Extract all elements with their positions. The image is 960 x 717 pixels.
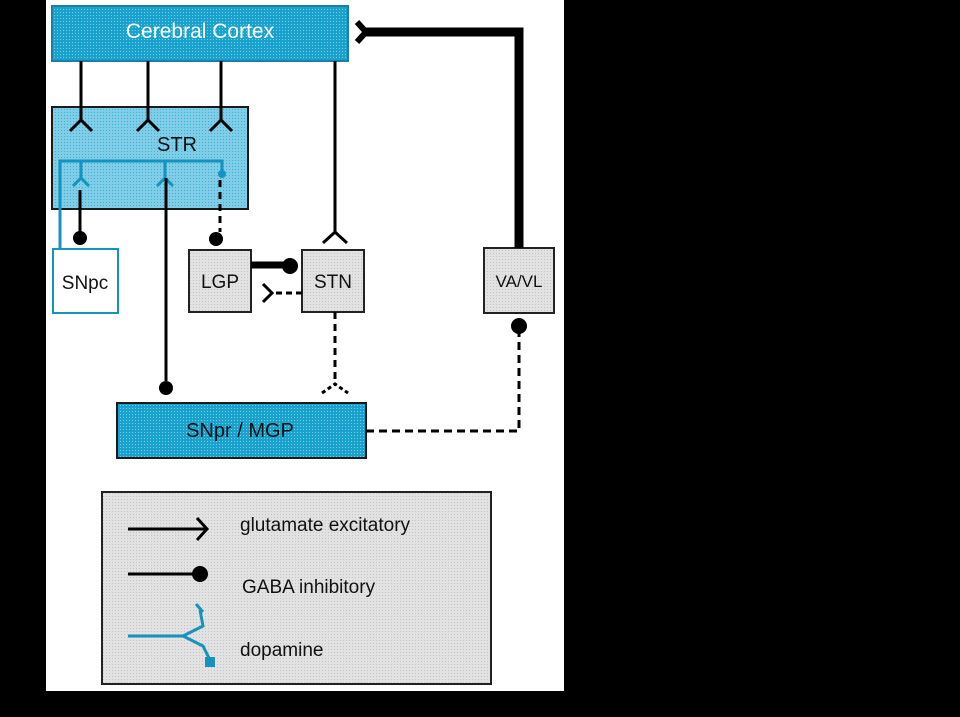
stn-to-snpr-mgp-connection xyxy=(321,312,349,395)
snpc-box: SNpc xyxy=(52,248,119,314)
legend-glutamate-label: glutamate excitatory xyxy=(240,515,411,536)
str-to-lgp-connection xyxy=(209,180,223,246)
cortex-to-str-connection-2 xyxy=(135,61,161,133)
cortex-to-str-connection-1 xyxy=(68,61,94,133)
cortex-box: Cerebral Cortex xyxy=(51,5,349,62)
cortex-to-str-connection-3 xyxy=(208,61,234,133)
stn-label: STN xyxy=(314,272,352,293)
stn-box: STN xyxy=(301,249,365,313)
snpr-mgp-label: SNpr / MGP xyxy=(186,420,294,442)
legend-gaba-label: GABA inhibitory xyxy=(242,577,376,598)
snpr-mgp-to-vavl-connection xyxy=(366,318,527,433)
legend-gaba-symbol xyxy=(128,566,208,582)
str-label: STR xyxy=(157,134,197,156)
connections xyxy=(58,19,527,433)
vavl-to-cortex-connection xyxy=(354,19,524,248)
vavl-box: VA/VL xyxy=(483,247,555,314)
lgp-label: LGP xyxy=(201,272,239,293)
snpc-label: SNpc xyxy=(62,273,108,294)
stn-to-lgp-connection xyxy=(261,282,302,304)
legend-dopamine-label: dopamine xyxy=(240,640,323,661)
str-to-snpr-mgp-connection xyxy=(159,178,173,395)
legend-dopamine-symbol xyxy=(128,603,215,667)
legend-box xyxy=(101,491,492,685)
legend: glutamate excitatory GABA inhibitory dop… xyxy=(101,491,492,685)
lgp-box: LGP xyxy=(188,249,252,313)
str-to-snpc-connection xyxy=(73,190,87,245)
cortex-to-stn-connection xyxy=(321,61,349,245)
lgp-to-stn-connection xyxy=(251,258,298,274)
snpr-mgp-box: SNpr / MGP xyxy=(116,402,367,459)
vavl-label: VA/VL xyxy=(496,272,543,291)
legend-glutamate-symbol xyxy=(128,516,210,542)
cortex-label: Cerebral Cortex xyxy=(126,20,275,43)
